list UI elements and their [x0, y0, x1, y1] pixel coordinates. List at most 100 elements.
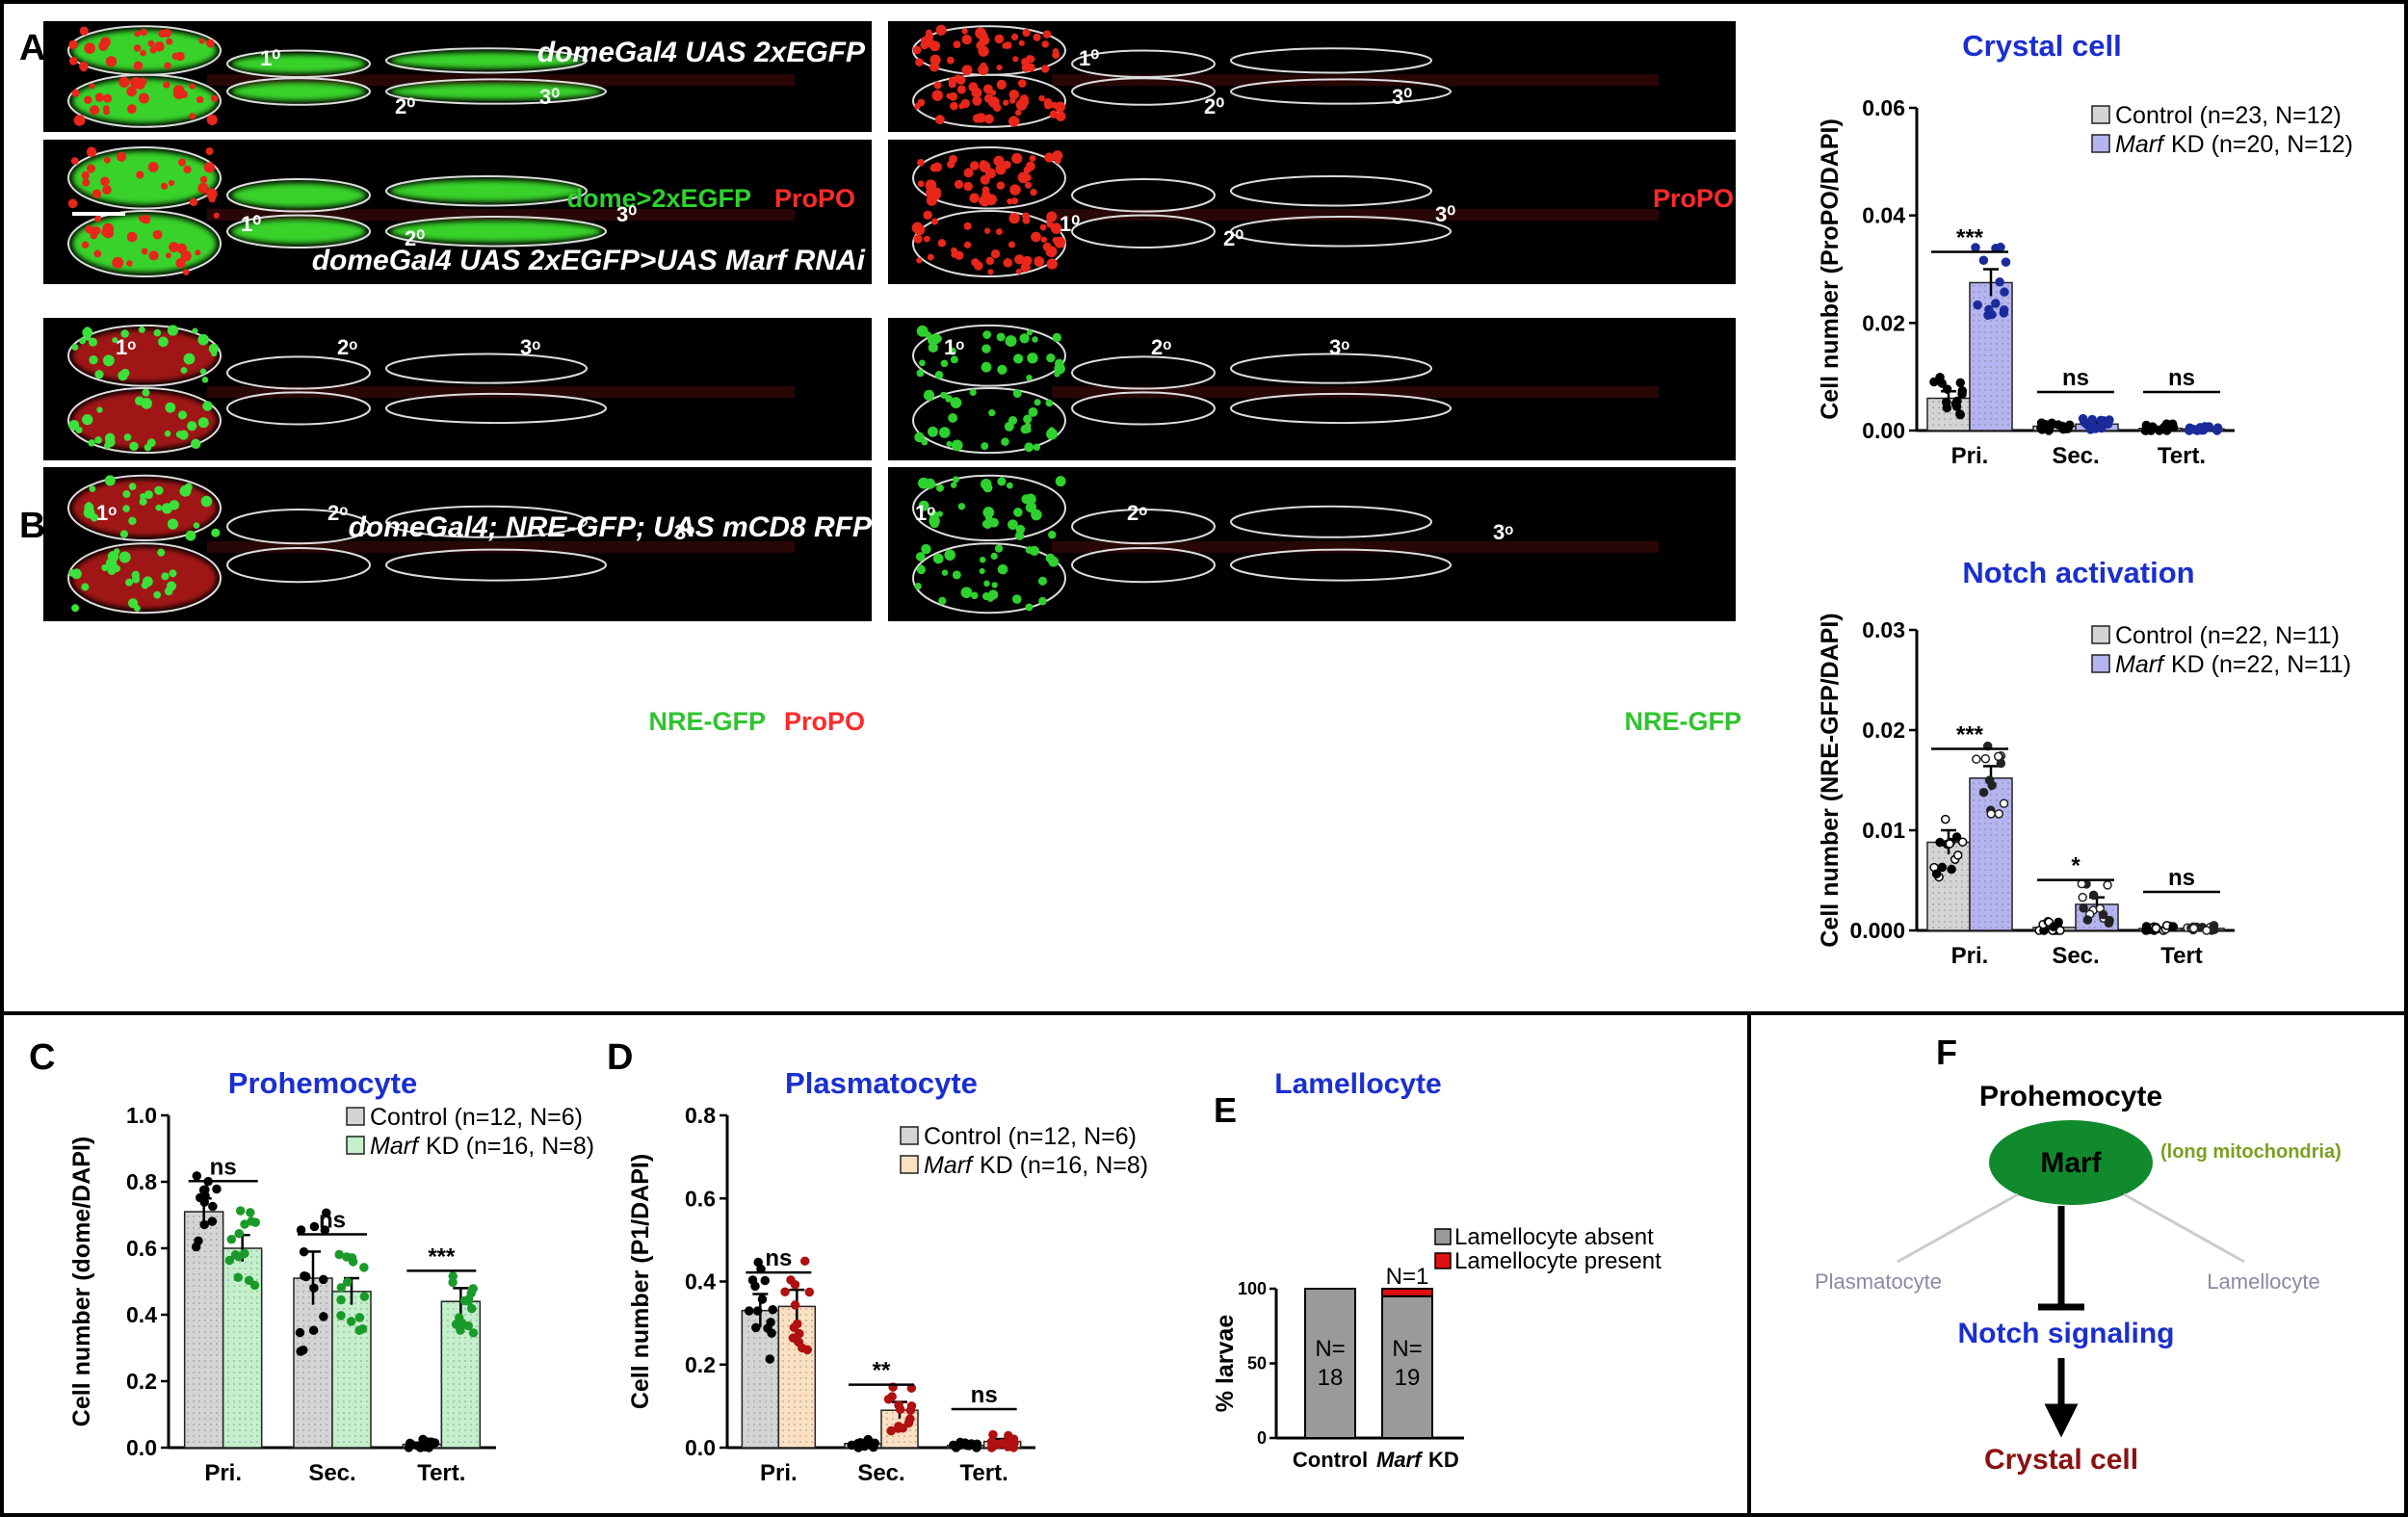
lobe-outline — [226, 355, 371, 390]
cell-dot — [963, 241, 972, 248]
cell-dot — [931, 90, 943, 101]
data-point — [1937, 379, 1948, 388]
micrograph-B-top-nre — [888, 318, 1736, 460]
lobe-outline — [226, 178, 371, 213]
x-tick-label: KD — [1428, 1448, 1459, 1472]
lobe-outline — [1230, 175, 1432, 207]
cell-dot — [120, 329, 129, 338]
cell-dot — [144, 490, 153, 500]
cell-dot — [102, 226, 115, 239]
cell-dot — [189, 113, 196, 120]
lobe-outline — [67, 73, 222, 128]
cell-dot — [182, 269, 190, 275]
significance-label: * — [2071, 853, 2081, 879]
lobe-label: 2ᵒ — [1151, 335, 1171, 359]
cell-dot — [983, 114, 994, 124]
lobe-outline — [1071, 178, 1216, 213]
data-point — [1929, 377, 1939, 387]
data-point — [2103, 419, 2113, 430]
cell-dot — [126, 231, 138, 243]
lobe-label: 3⁰ — [1435, 202, 1455, 226]
data-point — [2082, 915, 2093, 925]
data-point — [757, 1295, 768, 1304]
cell-dot — [926, 195, 937, 206]
data-point — [1955, 409, 1965, 420]
cell-dot — [1025, 603, 1034, 612]
cell-dot — [1052, 332, 1062, 343]
lobe-outline — [912, 324, 1066, 387]
lobe-label: 2⁰ — [1204, 94, 1224, 118]
significance-label: *** — [1956, 721, 1984, 747]
significance-label: ** — [873, 1358, 891, 1384]
cell-dot — [148, 250, 159, 261]
cell-dot — [946, 440, 953, 447]
significance-label: ns — [210, 1154, 237, 1180]
data-point — [244, 1275, 254, 1286]
cell-dot — [203, 162, 216, 173]
cell-dot — [94, 436, 102, 444]
cell-dot — [187, 421, 197, 432]
cell-dot — [938, 427, 951, 438]
bar-label: N= — [1315, 1336, 1345, 1362]
cell-dot — [1039, 223, 1047, 231]
cell-dot — [950, 101, 958, 111]
cell-dot — [193, 522, 200, 529]
lobe-outline — [385, 353, 588, 384]
data-point — [224, 1255, 235, 1266]
data-point — [301, 1271, 311, 1282]
cell-dot — [167, 581, 177, 591]
cell-dot — [180, 250, 192, 262]
cell-dot — [168, 179, 175, 187]
data-point — [1941, 814, 1950, 824]
legend-swatch — [2091, 134, 2110, 153]
cell-dot — [107, 551, 119, 562]
data-point — [1984, 775, 1995, 785]
cell-dot — [71, 89, 80, 97]
cell-dot — [211, 528, 221, 537]
data-point — [780, 1287, 790, 1297]
x-tick-label: Tert. — [417, 1460, 465, 1486]
marf-ellipse — [1989, 1120, 2153, 1205]
lobe-outline — [385, 175, 588, 207]
cell-dot — [1054, 362, 1065, 375]
data-point — [1999, 798, 2009, 808]
significance-label: ns — [765, 1245, 792, 1271]
data-point — [870, 1438, 880, 1449]
cell-dot — [1008, 241, 1015, 248]
cell-dot — [118, 76, 130, 88]
data-point — [2212, 426, 2222, 435]
cell-dot — [125, 578, 134, 587]
cell-dot — [88, 439, 95, 447]
cell-dot — [138, 326, 145, 333]
cell-dot — [960, 587, 973, 599]
y-tick-label: 0.0 — [685, 1435, 716, 1460]
data-point — [199, 1219, 209, 1230]
data-point — [751, 1322, 761, 1333]
cell-dot — [1010, 197, 1019, 205]
cell-dot — [197, 417, 209, 429]
legend-swatch — [2091, 654, 2110, 673]
panelA-legend-green: dome>2xEGFP — [567, 184, 751, 213]
cell-dot — [147, 161, 159, 172]
cell-dot — [164, 62, 171, 69]
cell-dot — [996, 65, 1003, 71]
cell-dot — [1008, 116, 1020, 127]
data-point — [354, 1313, 365, 1322]
cell-dot — [982, 344, 991, 353]
lobe-label: 2ᵒ — [327, 501, 348, 525]
legend-label: KD (n=16, N=8) — [426, 1133, 594, 1160]
y-tick-label: 0.6 — [685, 1186, 716, 1211]
bar-label: N= — [1392, 1336, 1422, 1362]
cell-dot — [961, 34, 972, 45]
dorsal-vessel — [207, 540, 795, 553]
cell-dot — [205, 39, 215, 48]
cell-dot — [89, 83, 95, 90]
data-point — [799, 1256, 810, 1267]
data-point — [296, 1225, 306, 1235]
cell-dot — [84, 42, 95, 54]
panel-letter-D: D — [607, 1037, 633, 1078]
cell-dot — [969, 161, 980, 170]
data-point — [234, 1228, 244, 1239]
lobe-label: 1⁰ — [1060, 212, 1080, 236]
legend-label: KD (n=16, N=8) — [980, 1152, 1148, 1179]
